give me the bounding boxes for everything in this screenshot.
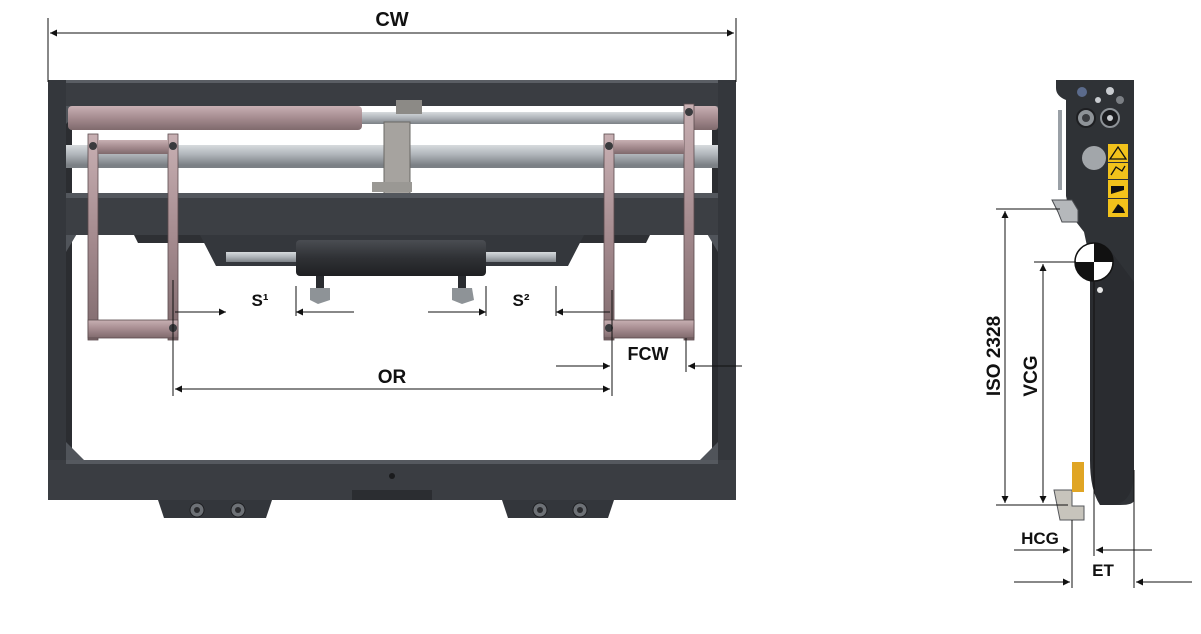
elbow-right xyxy=(452,288,474,304)
warning-triangle-icon xyxy=(1108,145,1128,160)
right-fork-arm xyxy=(603,103,695,341)
side-view-fork xyxy=(1051,80,1134,521)
upper-cylinder-right-cap xyxy=(688,106,718,130)
side-shift-cylinder xyxy=(296,240,486,276)
bolt-2 xyxy=(1106,87,1114,95)
center-bracket-top xyxy=(396,100,422,114)
lower-hooks xyxy=(158,500,614,518)
right-upright xyxy=(718,80,736,500)
top-beam-highlight xyxy=(48,80,736,83)
grey-plug xyxy=(1082,146,1106,170)
upper-cylinder-left xyxy=(68,106,362,130)
s2-label: S² xyxy=(513,291,530,310)
small-hole xyxy=(1097,287,1103,293)
foot-hazard-icon xyxy=(1112,204,1125,213)
cw-label: CW xyxy=(375,9,408,31)
dimensions-side xyxy=(996,208,1192,588)
lower-beam xyxy=(66,193,718,235)
crush-hazard-icon xyxy=(1110,165,1126,176)
lower-carriage xyxy=(66,193,718,304)
vcg-label: VCG xyxy=(1021,355,1042,396)
cog-marker-icon xyxy=(1074,242,1114,282)
carriage-frame xyxy=(48,80,736,500)
lower-beam-top xyxy=(66,193,718,198)
upper-rod xyxy=(362,112,712,124)
hand-hazard-icon xyxy=(1111,186,1124,194)
corner-gusset-br xyxy=(700,442,718,460)
s1-label: S¹ xyxy=(252,291,269,310)
mid-gusset-l xyxy=(66,232,78,252)
left-inner-upright xyxy=(66,106,72,461)
bottom-beam-lip xyxy=(66,460,718,464)
hcg-label: HCG xyxy=(1021,529,1059,548)
dimensions-front xyxy=(47,18,742,396)
elbow-left xyxy=(310,288,330,304)
et-label: ET xyxy=(1092,561,1114,580)
or-label: OR xyxy=(378,367,407,388)
fork-shank xyxy=(1090,250,1134,505)
bolt-4 xyxy=(1116,96,1124,104)
iso-label: ISO 2328 xyxy=(984,316,1005,396)
mid-gusset-r xyxy=(706,232,718,252)
top-beam xyxy=(48,80,736,106)
fitting-left xyxy=(316,276,324,290)
lower-hook-bracket xyxy=(1072,462,1084,492)
bottom-notch xyxy=(352,490,432,500)
safety-labels xyxy=(1108,144,1128,217)
fcw-label: FCW xyxy=(628,344,669,364)
guide-rods xyxy=(66,100,718,195)
fitting-right xyxy=(458,276,466,290)
left-fork-arm xyxy=(87,133,179,341)
bolt-3 xyxy=(1095,97,1101,103)
center-bracket-foot xyxy=(372,182,412,192)
left-upright xyxy=(48,80,66,500)
bottom-hole xyxy=(389,473,395,479)
corner-gusset-bl xyxy=(66,442,84,460)
right-inner-upright xyxy=(712,106,718,461)
upper-hook xyxy=(1051,199,1079,223)
bolt-1 xyxy=(1077,87,1087,97)
fork-edge-highlight xyxy=(1058,110,1062,190)
